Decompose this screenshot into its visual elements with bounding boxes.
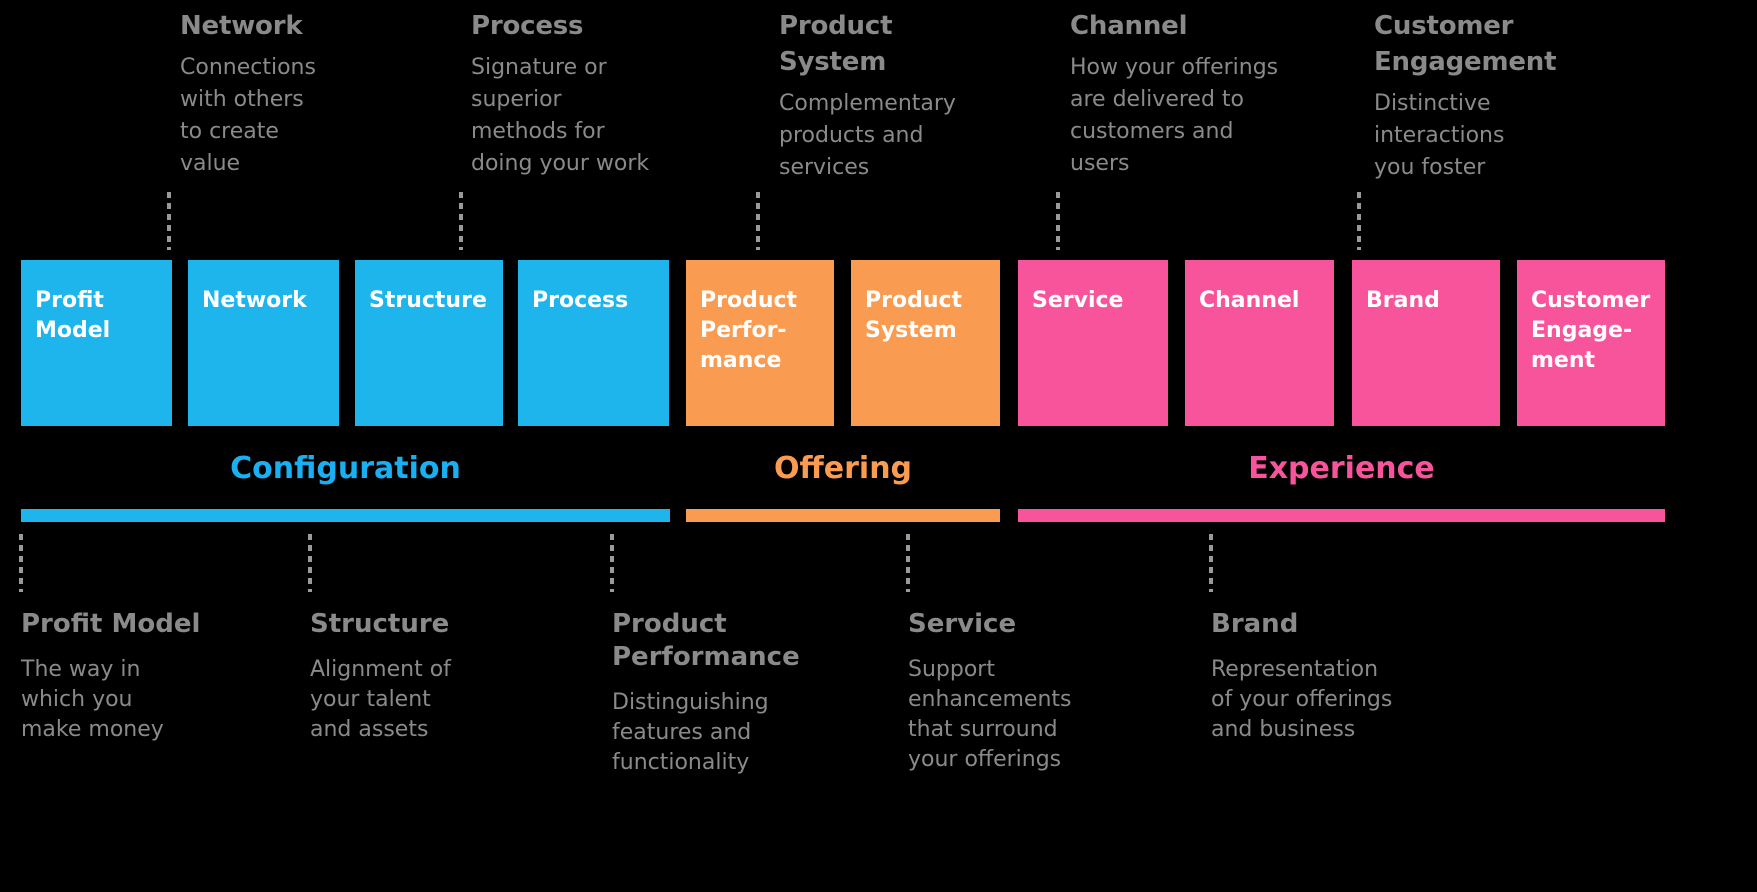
category-underline-bar <box>686 509 1000 522</box>
innovation-type-box[interactable]: Brand <box>1352 260 1500 426</box>
top-annotation-description: Connections with others to create value <box>180 55 316 176</box>
category-name: Offering <box>773 451 913 486</box>
category-underline-bar <box>1018 509 1665 522</box>
category-underline-bar <box>21 509 670 522</box>
top-annotation-title: Customer Engagement <box>1374 11 1557 77</box>
dotted-connector-icon <box>167 192 171 250</box>
innovation-type-label: Channel <box>1199 288 1300 313</box>
dotted-connector-icon <box>1357 192 1361 250</box>
innovation-type-label: Product System <box>865 288 963 343</box>
bottom-annotation-title: Service <box>908 609 1017 639</box>
top-annotation-title: Process <box>471 11 584 41</box>
top-annotation-title: Network <box>180 11 303 41</box>
innovation-type-label: Customer Engage- ment <box>1531 288 1651 373</box>
innovation-type-label: Network <box>202 288 307 313</box>
bottom-annotation-title: Product Performance <box>612 609 800 672</box>
innovation-type-label: Structure <box>369 288 487 313</box>
innovation-type-box[interactable]: Product Perfor- mance <box>686 260 834 426</box>
top-annotation-title: Channel <box>1070 11 1188 41</box>
bottom-annotation-title: Brand <box>1211 609 1299 639</box>
innovation-type-label: Service <box>1032 288 1124 313</box>
innovation-type-box[interactable]: Customer Engage- ment <box>1517 260 1665 426</box>
bottom-annotation-title: Profit Model <box>21 609 201 639</box>
bottom-annotation-description: The way in which you make money <box>21 657 164 742</box>
dotted-connector-icon <box>610 534 614 592</box>
dotted-connector-icon <box>19 534 23 592</box>
innovation-type-box[interactable]: Profit Model <box>21 260 172 426</box>
bottom-annotation-description: Support enhancements that surround your … <box>908 657 1072 772</box>
top-annotation-description: Distinctive interactions you foster <box>1374 91 1505 180</box>
innovation-type-box[interactable]: Product System <box>851 260 1000 426</box>
innovation-type-box[interactable]: Network <box>188 260 339 426</box>
bottom-annotation-title: Structure <box>310 609 450 639</box>
dotted-connector-icon <box>459 192 463 250</box>
innovation-type-label: Brand <box>1366 288 1440 313</box>
dotted-connector-icon <box>308 534 312 592</box>
category-name: Configuration <box>230 451 461 486</box>
dotted-connector-icon <box>1056 192 1060 250</box>
bottom-annotation-description: Representation of your offerings and bus… <box>1211 657 1393 742</box>
innovation-type-box[interactable]: Structure <box>355 260 503 426</box>
dotted-connector-icon <box>756 192 760 250</box>
bottom-annotation-description: Distinguishing features and functionalit… <box>612 690 769 775</box>
top-annotation-description: Complementary products and services <box>779 91 956 180</box>
category-name: Experience <box>1248 451 1435 486</box>
innovation-type-label: Product Perfor- mance <box>700 288 798 373</box>
dotted-connector-icon <box>1209 534 1213 592</box>
innovation-type-label: Process <box>532 288 629 313</box>
top-annotation-description: Signature or superior methods for doing … <box>471 55 650 176</box>
dotted-connector-icon <box>906 534 910 592</box>
top-annotation-title: Product System <box>779 11 893 77</box>
top-annotation-description: How your offerings are delivered to cust… <box>1070 55 1279 176</box>
innovation-type-label: Profit Model <box>35 288 111 343</box>
innovation-type-box[interactable]: Process <box>518 260 669 426</box>
innovation-type-box[interactable]: Service <box>1018 260 1168 426</box>
bottom-annotation-description: Alignment of your talent and assets <box>310 657 451 742</box>
innovation-type-box[interactable]: Channel <box>1185 260 1334 426</box>
